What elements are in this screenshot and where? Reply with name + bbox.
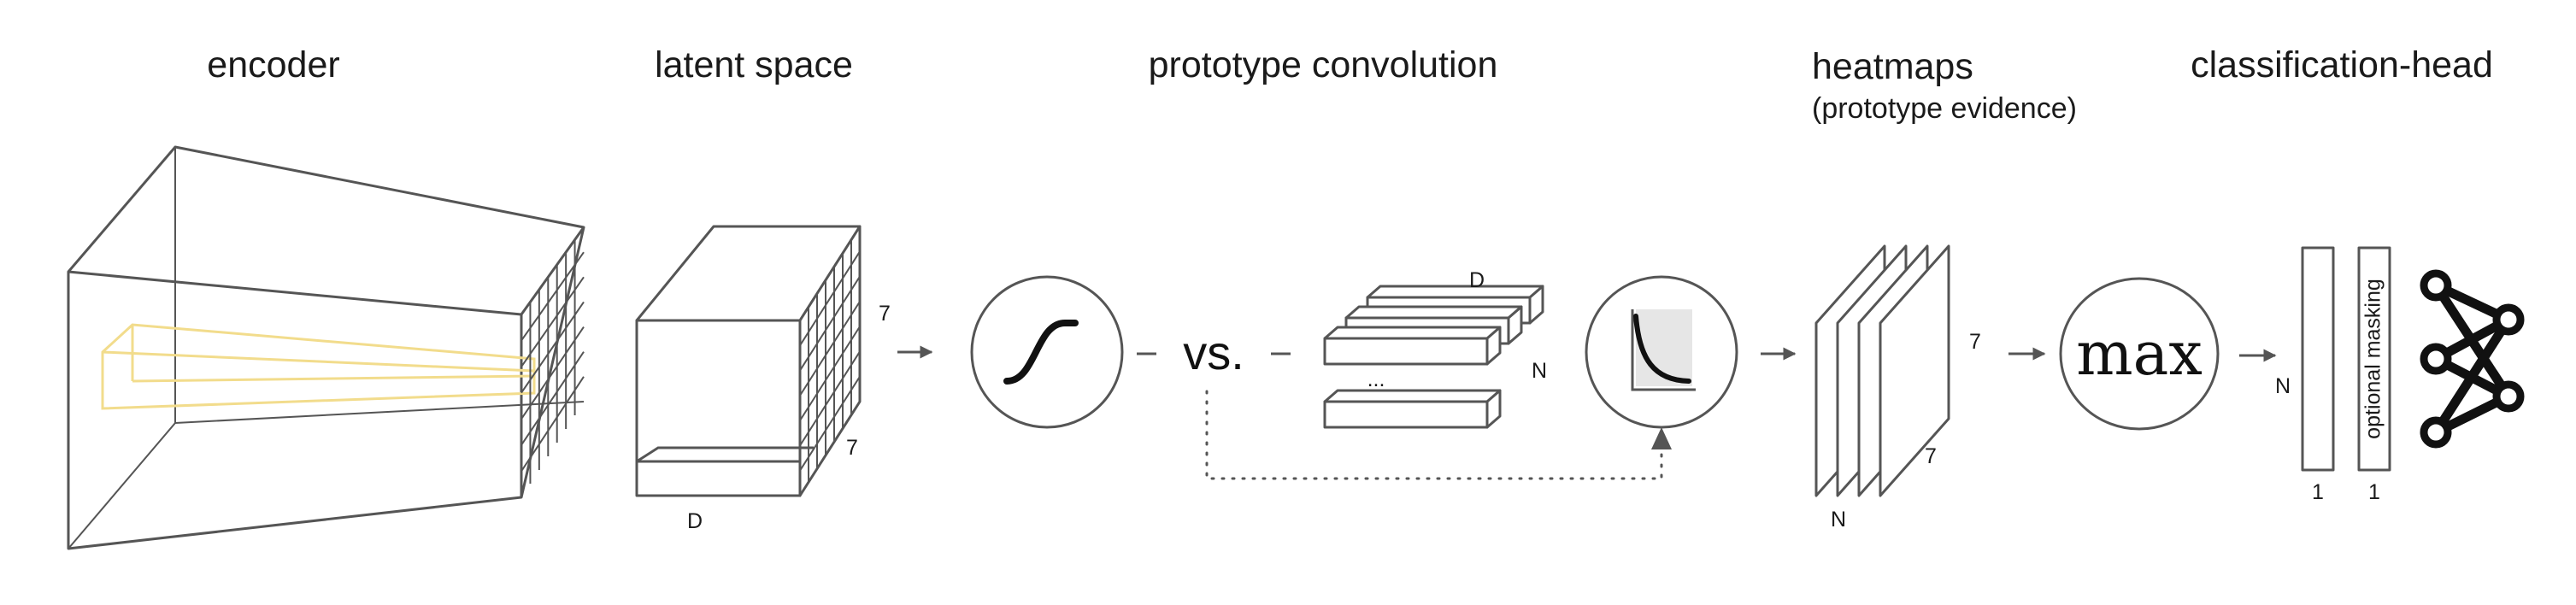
latent-feature-grid bbox=[799, 239, 861, 483]
heatmap-width-label: 7 bbox=[1969, 330, 1981, 354]
grid-line bbox=[520, 376, 585, 472]
section-title-latent-space: latent space bbox=[655, 44, 853, 85]
evidence-vector bbox=[2301, 246, 2335, 472]
masking-vector bbox=[2357, 246, 2391, 472]
heatmap-height-label: 7 bbox=[1925, 444, 1937, 468]
prototype-count-label: N bbox=[1532, 359, 1547, 383]
latent-front-face bbox=[635, 319, 802, 497]
section-title-classification-head: classification-head bbox=[2191, 44, 2493, 85]
prototype-bar bbox=[1323, 389, 1502, 429]
grid-line bbox=[520, 251, 585, 342]
prototype-stack: D N ... bbox=[1323, 268, 1547, 429]
latent-side-face bbox=[798, 225, 862, 497]
prototype-ellipsis: ... bbox=[1367, 367, 1385, 391]
grid-line bbox=[520, 276, 585, 367]
similarity-node bbox=[1585, 275, 1738, 429]
heatmap-plane bbox=[1879, 244, 1950, 497]
grid-line bbox=[799, 301, 861, 396]
grid-line bbox=[799, 276, 861, 372]
grid-line bbox=[799, 326, 861, 421]
skip-connection-arrowhead bbox=[1651, 427, 1672, 449]
section-title-heatmaps: heatmaps bbox=[1812, 46, 1973, 87]
skip-connection-dotted bbox=[1205, 390, 1663, 480]
evidence-vector-n-label: N bbox=[2275, 374, 2291, 398]
encoder-outline bbox=[67, 145, 585, 550]
neural-network-icon bbox=[2420, 269, 2525, 449]
prototype-bar bbox=[1323, 326, 1502, 366]
receptive-field bbox=[101, 323, 536, 410]
decaying-similarity-icon bbox=[1631, 309, 1696, 391]
latent-width-label: 7 bbox=[879, 302, 891, 326]
sigmoid-node bbox=[970, 275, 1124, 429]
versus-label: vs. bbox=[1183, 326, 1244, 379]
prototype-depth-label: D bbox=[1469, 268, 1485, 292]
section-title-encoder: encoder bbox=[207, 44, 339, 85]
classification-head: N 1 optional masking 1 bbox=[2275, 246, 2525, 504]
grid-line bbox=[520, 351, 585, 446]
sigmoid-curve-icon bbox=[1003, 320, 1079, 385]
max-pool-node: max bbox=[2059, 277, 2220, 431]
encoder-block bbox=[67, 145, 585, 550]
optional-masking-label: optional masking bbox=[2361, 279, 2385, 439]
section-subtitle-heatmaps: (prototype evidence) bbox=[1812, 92, 2077, 125]
latent-depth-label: D bbox=[687, 509, 703, 533]
section-title-prototype-convolution: prototype convolution bbox=[1149, 44, 1498, 85]
evidence-vector-size-label: 1 bbox=[2312, 480, 2324, 504]
heatmap-stack: 7 7 N bbox=[1814, 244, 1981, 532]
grid-line bbox=[520, 326, 585, 420]
grid-line bbox=[520, 301, 585, 394]
latent-height-label: 7 bbox=[846, 436, 858, 460]
grid-line bbox=[799, 376, 861, 472]
grid-line bbox=[799, 350, 861, 446]
masking-vector-size-label: 1 bbox=[2368, 480, 2380, 504]
grid-line bbox=[799, 250, 861, 346]
heatmap-count-label: N bbox=[1831, 508, 1846, 532]
max-label: max bbox=[2076, 319, 2203, 389]
latent-space-cube: 7 7 D bbox=[635, 225, 891, 533]
encoder-feature-grid bbox=[520, 239, 585, 484]
